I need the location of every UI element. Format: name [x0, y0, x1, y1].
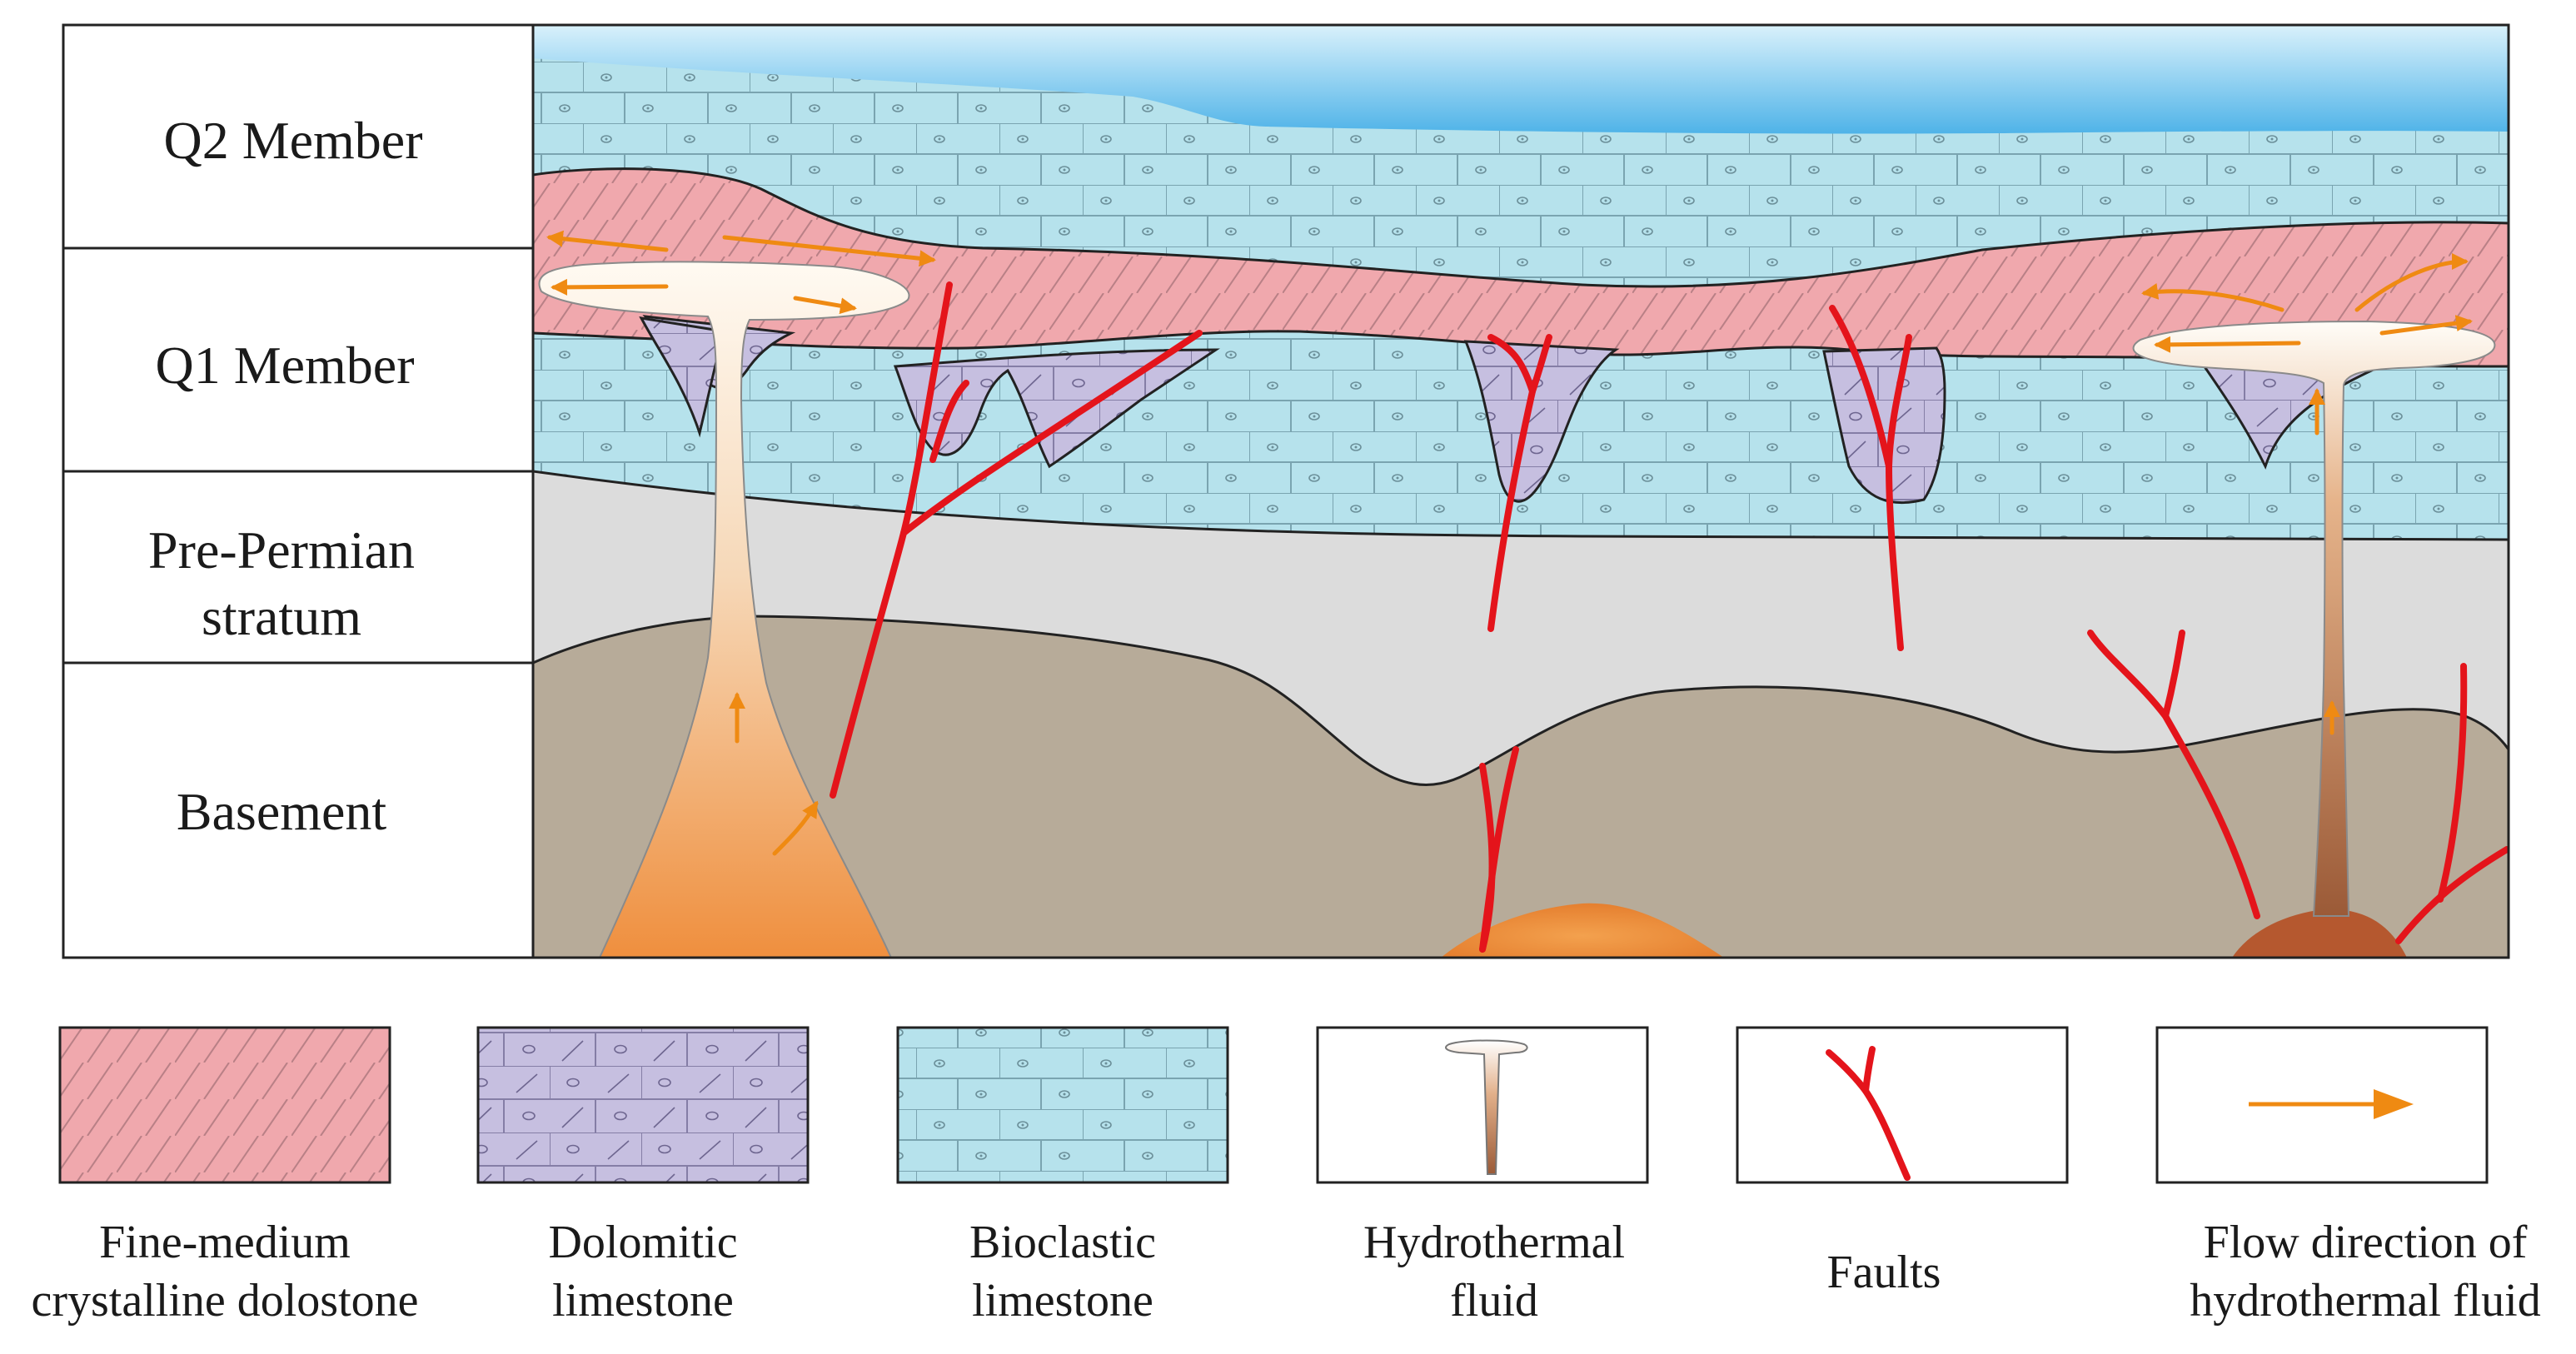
magma-chamber-center [1441, 903, 1724, 958]
fault-left-branch-2 [929, 380, 969, 463]
flow-arrow-left-top-3 [546, 230, 669, 252]
hydrothermal-plume-right [2132, 320, 2496, 917]
strata-label-column: Q2 Member Q1 Member Pre-Permian stratum … [62, 23, 535, 959]
fault-center-2-branch [1886, 334, 1912, 470]
legend-fault-icon [1826, 1046, 1911, 1181]
label-basement: Basement [177, 782, 387, 841]
legend-label-faults: Faults [1827, 1247, 1941, 1298]
dolomitic-limestone-pocket-4 [1822, 346, 1946, 505]
legend-label-dolostone-line2: crystalline dolostone [31, 1275, 418, 1327]
sea-water [533, 25, 2509, 134]
legend-label-dolomitic-line1: Dolomitic [548, 1217, 737, 1268]
label-q1-member: Q1 Member [155, 336, 414, 395]
cross-section [533, 25, 2509, 958]
label-q2-member: Q2 Member [163, 111, 422, 170]
flow-arrow-right-top-4 [2354, 253, 2469, 312]
legend-label-bioclastic-line1: Bioclastic [969, 1217, 1156, 1268]
q1-base-boundary [533, 470, 2509, 541]
legend-swatch-bioclastic-limestone [896, 1026, 1229, 1184]
fault-right-2 [2395, 846, 2509, 944]
fault-right-1-branch [2162, 630, 2185, 719]
fault-center-1 [1487, 334, 1536, 632]
fault-right-1 [2087, 630, 2260, 919]
legend-swatch-faults [1736, 1026, 2069, 1184]
fault-right-2-branch [2437, 663, 2468, 903]
flow-arrow-left-top-2 [793, 296, 857, 315]
legend-label-hydrothermal-line2: fluid [1450, 1275, 1538, 1327]
label-pre-permian-line2: stratum [202, 587, 361, 646]
flow-arrow-right-top-3 [2141, 282, 2285, 312]
legend-label-dolomitic-line2: limestone [552, 1275, 734, 1327]
basement [533, 615, 2509, 958]
flow-arrow-left-top-4 [722, 235, 936, 267]
faults [830, 281, 2509, 953]
cross-section-frame [531, 23, 2510, 959]
fault-left-branch-1 [900, 330, 1203, 536]
fault-center-1-branch [1529, 334, 1552, 395]
flow-arrows [546, 230, 2473, 856]
magma-chamber-right [2232, 908, 2407, 958]
legend-label-dolostone-line1: Fine-medium [99, 1217, 351, 1268]
label-pre-permian-line1: Pre-Permian [148, 520, 415, 580]
dolomitic-limestone-pocket-right-vent [2196, 356, 2399, 470]
flow-arrow-left-top-1 [551, 278, 669, 296]
flow-arrow-left-up-2 [772, 800, 819, 856]
legend-hydrothermal-fluid-icon [1445, 1039, 1528, 1175]
legend-label-bioclastic-line2: limestone [972, 1275, 1153, 1327]
legend-flow-arrow-icon [2249, 1089, 2414, 1119]
fault-basement-center-branch [1479, 746, 1519, 953]
flow-arrow-right-top-1 [2154, 336, 2301, 353]
legend-label-flow-line1: Flow direction of [2204, 1217, 2528, 1268]
hydrothermal-plume-left [538, 261, 910, 958]
legend-swatch-dolomitic-limestone [476, 1026, 810, 1184]
legend-label-flow-line2: hydrothermal fluid [2190, 1275, 2540, 1327]
flow-arrow-right-top-2 [2379, 315, 2473, 336]
legend-swatch-dolostone [58, 1026, 391, 1184]
legend-label-hydrothermal-line1: Hydrothermal [1363, 1217, 1625, 1268]
dolomitic-limestone-pocket-3 [1463, 340, 1620, 503]
legend: Fine-medium crystalline dolostone Dolomi… [31, 1026, 2541, 1327]
